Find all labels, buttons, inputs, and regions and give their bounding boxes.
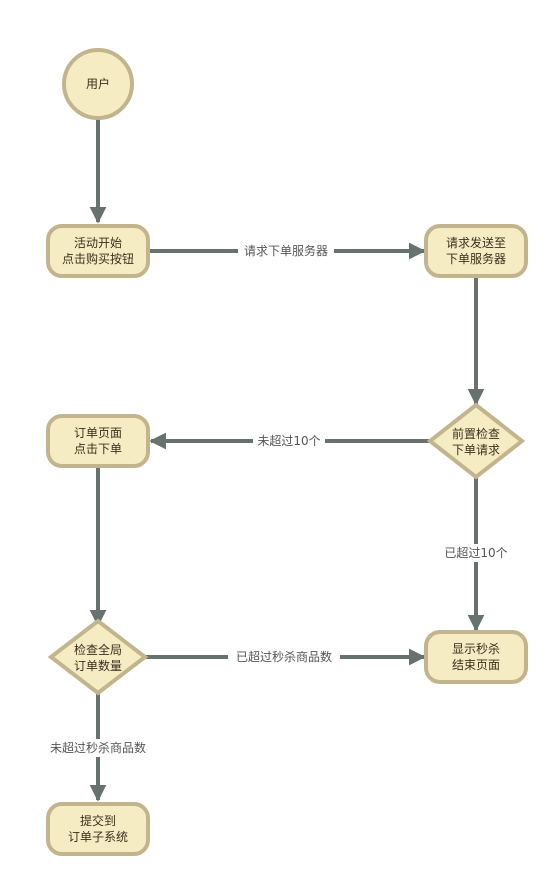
node-user-label: 用户: [86, 76, 110, 91]
nodes: 用户 活动开始 点击购买按钮 请求发送至 下单服务器 前置检查 下单请求 订单页…: [46, 48, 528, 856]
node-globalcheck-line1: 检查全局: [74, 642, 122, 657]
node-send-line1: 请求发送至: [446, 235, 506, 250]
edge-label-request-server: 请求下单服务器: [244, 243, 328, 258]
edge-label-over-stock: 已超过秒杀商品数: [236, 649, 332, 664]
node-start: 活动开始 点击购买按钮: [46, 224, 150, 278]
node-globalcheck-line2: 订单数量: [74, 658, 122, 673]
node-user: 用户: [62, 48, 134, 120]
node-submit: 提交到 订单子系统: [46, 802, 150, 856]
edge-labels: 请求下单服务器 未超过10个 已超过10个 已超过秒杀商品数 未超过秒杀商品数: [42, 242, 512, 757]
edges: [89, 119, 485, 802]
node-orderpage: 订单页面 点击下单: [46, 414, 150, 468]
node-send-line2: 下单服务器: [446, 251, 506, 266]
edge-label-not-over-10: 未超过10个: [257, 433, 320, 448]
node-start-line2: 点击购买按钮: [62, 251, 134, 266]
node-orderpage-line1: 订单页面: [74, 426, 122, 440]
node-precheck-line1: 前置检查: [452, 426, 500, 441]
edge-label-not-over-stock: 未超过秒杀商品数: [50, 740, 146, 755]
edge-label-over-10: 已超过10个: [444, 545, 507, 560]
node-start-line1: 活动开始: [74, 236, 122, 250]
node-globalcheck: 检查全局 订单数量: [47, 618, 149, 696]
node-submit-line2: 订单子系统: [68, 830, 128, 844]
node-precheck-line2: 下单请求: [452, 443, 500, 457]
node-showend-line1: 显示秒杀: [452, 641, 500, 656]
node-orderpage-line2: 点击下单: [74, 442, 122, 456]
node-precheck: 前置检查 下单请求: [426, 402, 526, 480]
node-submit-line1: 提交到: [80, 813, 116, 828]
node-showend-line2: 结束页面: [452, 658, 500, 672]
node-showend: 显示秒杀 结束页面: [424, 630, 528, 684]
node-send: 请求发送至 下单服务器: [424, 224, 528, 278]
